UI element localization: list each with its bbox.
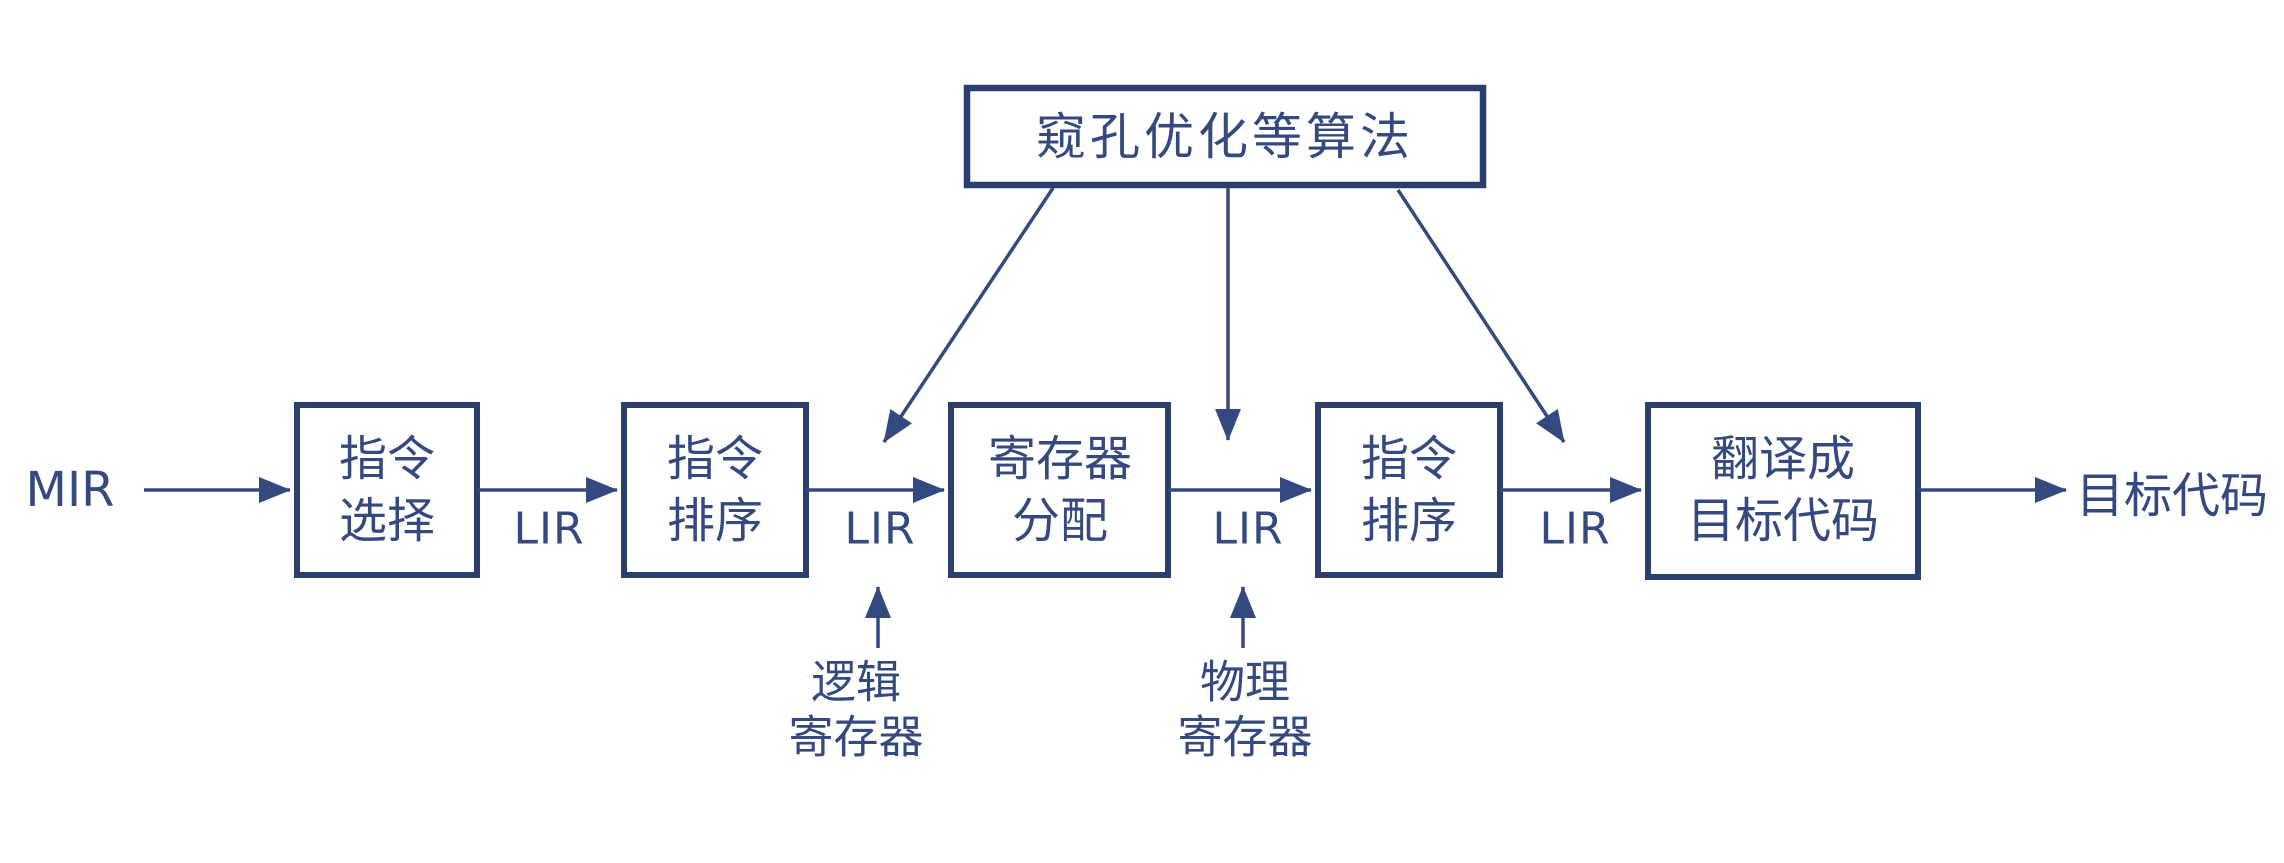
edge-label-lir-3: LIR <box>1212 504 1283 555</box>
label-physical-registers-line2: 寄存器 <box>1177 711 1312 764</box>
box-instruction-selection-line2: 选择 <box>339 493 435 549</box>
output-label-target-code: 目标代码 <box>2076 468 2268 524</box>
arrow-optimization-to-gap1 <box>882 187 1055 443</box>
box-instruction-selection <box>294 402 480 578</box>
box-instruction-scheduling-2 <box>1315 402 1503 578</box>
arrow-optimization-to-gap3 <box>1396 189 1566 443</box>
box-translate-to-target-code <box>1645 402 1921 580</box>
box-instruction-scheduling-2-line1: 指令 <box>1361 431 1457 487</box>
box-instruction-scheduling-1 <box>621 402 809 578</box>
box-register-allocation-line2: 分配 <box>1012 493 1108 549</box>
box-translate-to-target-code-line1: 翻译成 <box>1711 431 1855 487</box>
box-register-allocation <box>948 402 1171 578</box>
box-instruction-scheduling-1-line1: 指令 <box>667 431 763 487</box>
box-instruction-selection-line1: 指令 <box>339 431 435 487</box>
box-translate-to-target-code-line2: 目标代码 <box>1687 493 1879 549</box>
box-register-allocation-line1: 寄存器 <box>988 431 1132 487</box>
box-instruction-scheduling-2-line2: 排序 <box>1361 493 1457 549</box>
edge-label-lir-2: LIR <box>844 504 915 555</box>
box-instruction-scheduling-1-line2: 排序 <box>667 493 763 549</box>
edge-label-lir-1: LIR <box>513 504 584 555</box>
input-label-mir: MIR <box>26 462 115 518</box>
box-peephole-optimization-label: 窥孔优化等算法 <box>1036 108 1414 166</box>
edge-label-lir-4: LIR <box>1539 504 1610 555</box>
label-logical-registers-line1: 逻辑 <box>811 656 901 709</box>
label-logical-registers-line2: 寄存器 <box>788 711 923 764</box>
label-physical-registers-line1: 物理 <box>1200 656 1290 709</box>
box-peephole-optimization <box>963 84 1487 189</box>
